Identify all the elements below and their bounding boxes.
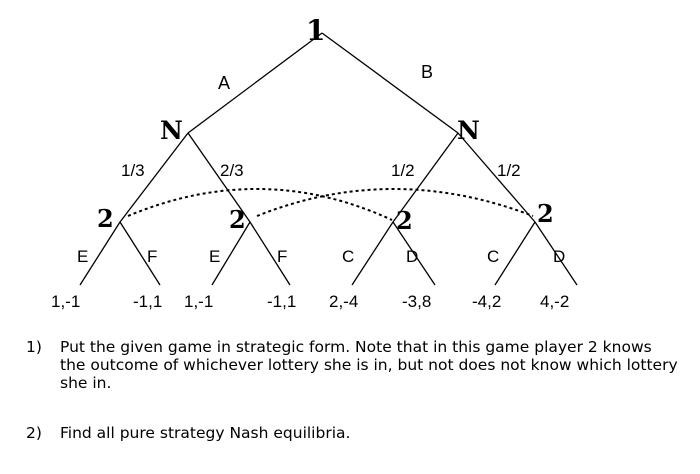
question-2-text: Find all pure strategy Nash equilibria. xyxy=(60,424,351,442)
edge-D-1 xyxy=(392,221,436,286)
payoff-3: 1,-1 xyxy=(184,292,213,311)
move-label-A: A xyxy=(218,73,230,93)
nature-node-right: N xyxy=(457,116,480,145)
edge-A xyxy=(187,32,323,134)
edge-right-1-2-a xyxy=(392,132,459,223)
payoff-7: -4,2 xyxy=(472,292,501,311)
player2-node-1: 2 xyxy=(97,204,114,233)
payoff-4: -1,1 xyxy=(267,292,296,311)
info-set-2 xyxy=(256,188,534,217)
question-1-text: Put the given game in strategic form. No… xyxy=(60,338,678,392)
player2-node-2: 2 xyxy=(229,205,246,234)
payoff-5: 2,-4 xyxy=(329,292,358,311)
action-label-C-2: C xyxy=(487,247,499,266)
question-1-number: 1) xyxy=(26,338,42,356)
edge-D-2 xyxy=(534,221,578,286)
edge-C-2 xyxy=(494,221,536,286)
prob-left-right: 2/3 xyxy=(220,161,244,180)
action-label-F-2: F xyxy=(277,247,287,266)
action-label-F-1: F xyxy=(147,247,157,266)
prob-left-left: 1/3 xyxy=(121,161,145,180)
edge-F-1 xyxy=(119,221,161,286)
action-label-D-1: D xyxy=(406,247,418,266)
prob-right-right: 1/2 xyxy=(497,161,521,180)
player2-node-4: 2 xyxy=(537,199,554,228)
action-label-E-2: E xyxy=(209,247,220,266)
payoff-8: 4,-2 xyxy=(540,292,569,311)
root-player-label: 1 xyxy=(306,14,325,47)
move-label-B: B xyxy=(421,62,433,82)
question-2-number: 2) xyxy=(26,424,42,442)
edge-E-2 xyxy=(211,221,251,286)
action-label-E-1: E xyxy=(77,247,88,266)
prob-right-left: 1/2 xyxy=(391,161,415,180)
edge-F-2 xyxy=(249,221,291,286)
nature-node-left: N xyxy=(160,116,183,145)
payoff-2: -1,1 xyxy=(133,292,162,311)
edge-E-1 xyxy=(79,221,121,286)
info-set-1 xyxy=(127,187,393,221)
edge-right-1-2-b xyxy=(457,132,536,223)
payoff-1: 1,-1 xyxy=(51,292,80,311)
game-tree: 1 N N 2 2 2 2 A B 1/3 2/3 1/2 1/2 E F E … xyxy=(51,14,578,311)
action-label-C-1: C xyxy=(342,247,354,266)
edge-B xyxy=(321,32,459,134)
edge-left-1-3 xyxy=(119,132,189,223)
edge-left-2-3 xyxy=(187,132,251,223)
action-label-D-2: D xyxy=(553,247,565,266)
edge-C-1 xyxy=(351,221,394,286)
payoff-6: -3,8 xyxy=(402,292,431,311)
player2-node-3: 2 xyxy=(396,206,413,235)
